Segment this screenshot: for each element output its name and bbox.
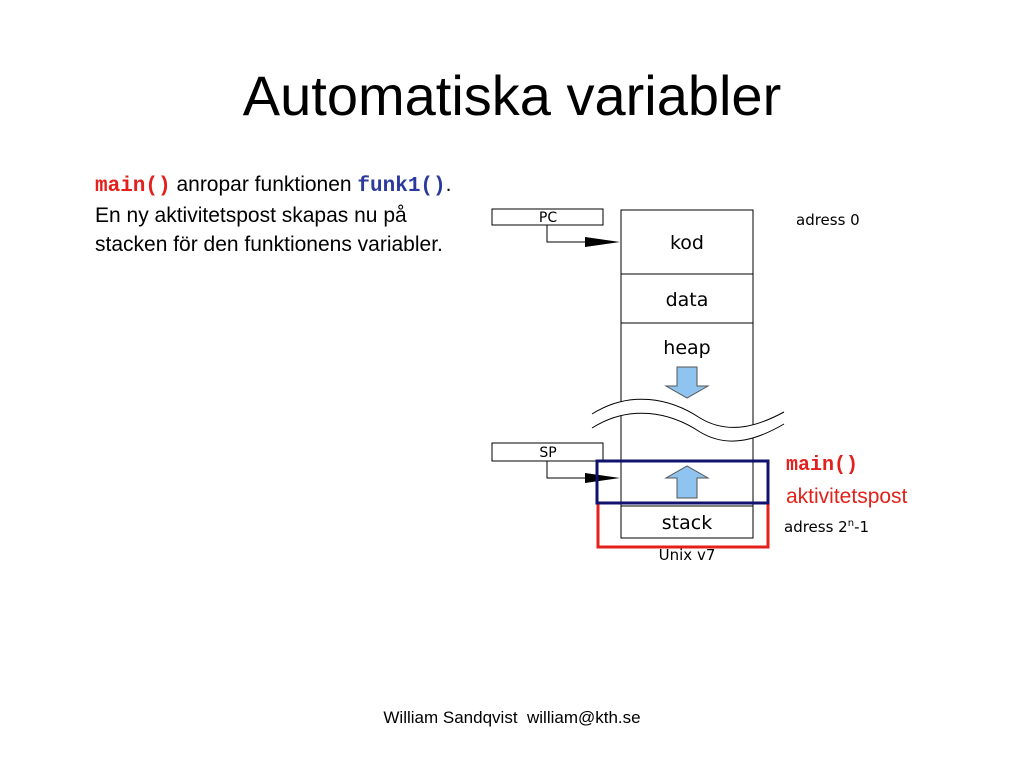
- memory-break-line-bottom: [591, 412, 785, 442]
- address-bottom-sup: n: [848, 518, 854, 529]
- body-text: main() anropar funktionen funk1(). En ny…: [95, 170, 465, 259]
- address-bottom-suffix: -1: [854, 518, 869, 536]
- pc-label: PC: [539, 210, 557, 226]
- segment-data: data: [666, 289, 709, 311]
- body-text-part1: anropar funktionen: [170, 173, 358, 196]
- heap-growth-arrow: [664, 366, 710, 399]
- code-main: main(): [95, 175, 171, 198]
- footer-author: William Sandqvist william@kth.se: [383, 708, 641, 727]
- segment-stack: stack: [662, 512, 712, 534]
- address-bottom: adress 2n-1: [784, 518, 869, 536]
- segment-kod: kod: [670, 232, 704, 254]
- sp-pointer-line: [546, 461, 592, 479]
- pc-arrow-head: [585, 237, 620, 247]
- sp-arrow-head: [585, 473, 620, 483]
- diagram-caption: Unix v7: [659, 546, 716, 564]
- segment-heap: heap: [663, 337, 710, 359]
- body-text-part2: . En ny aktivitetspost skapas nu på stac…: [95, 173, 452, 256]
- memory-break-line-top: [591, 398, 785, 428]
- annotation-aktivitetspost: aktivitetspost: [786, 485, 908, 508]
- annotation-main-code: main(): [786, 454, 858, 477]
- main-frame-box: [595, 459, 770, 505]
- sp-label: SP: [539, 445, 556, 461]
- pc-pointer-line: [546, 225, 592, 243]
- slide-title: Automatiska variabler: [242, 64, 782, 127]
- address-bottom-prefix: adress 2: [784, 518, 848, 536]
- address-top: adress 0: [796, 211, 860, 229]
- code-funk1: funk1(): [357, 175, 446, 198]
- memory-break-fill: [592, 399, 784, 442]
- stack-growth-arrow: [664, 465, 710, 499]
